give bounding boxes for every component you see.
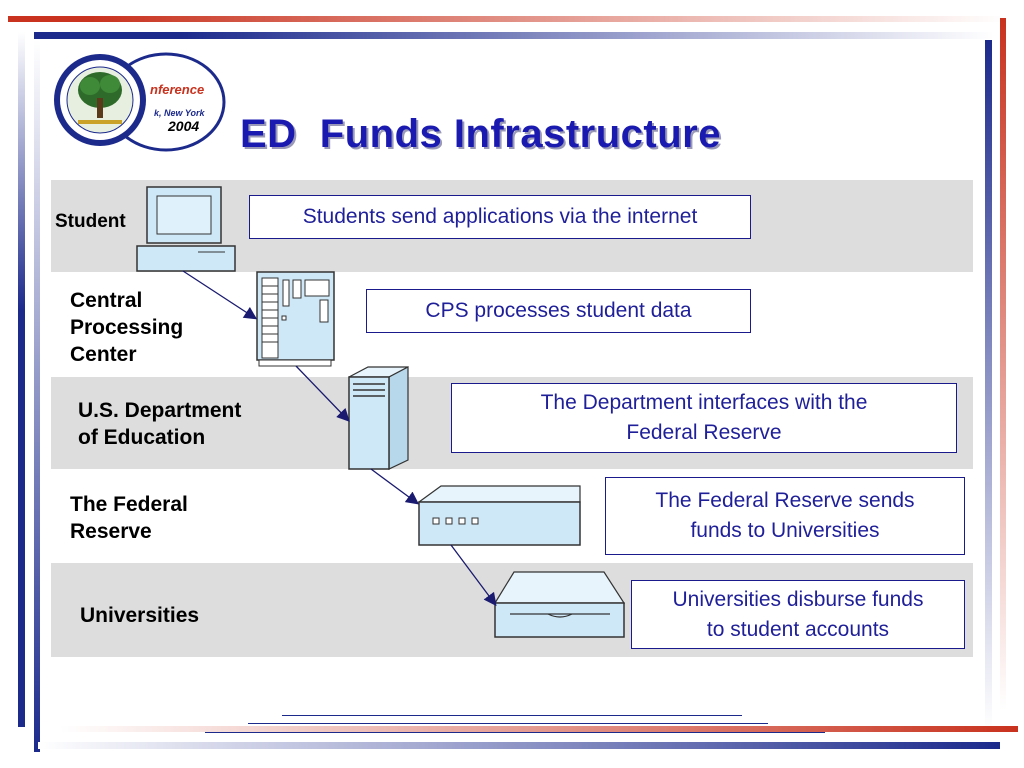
bottom-frame-bar-red	[60, 726, 1018, 732]
disk-drive-icon	[493, 571, 626, 638]
callout-student: Students send applications via the inter…	[249, 195, 751, 239]
footer-rule-1	[282, 715, 742, 716]
logo-badge-line3: 2004	[168, 118, 200, 134]
connector-student-to-cps	[182, 270, 258, 320]
right-frame-bar-red	[1000, 18, 1006, 710]
stage-label-universities: Universities	[80, 604, 200, 627]
logo-badge-line2: k, New York	[154, 108, 205, 118]
footer-rule-2	[248, 723, 768, 724]
right-frame-bar-navy	[985, 40, 992, 730]
left-frame-bar-red	[34, 40, 40, 752]
bottom-frame-bar-navy	[38, 742, 1000, 749]
stage-label-department: U.S. Department of Education	[78, 399, 242, 449]
callout-department: The Department interfaces with the Feder…	[451, 383, 957, 453]
callout-federal-reserve: The Federal Reserve sends funds to Unive…	[605, 477, 965, 555]
network-hub-icon	[417, 485, 581, 546]
stage-label-student: Student	[55, 211, 126, 232]
left-frame-bar-navy	[18, 32, 25, 727]
footer-rule-3	[205, 732, 825, 733]
top-frame-bar-navy	[34, 32, 994, 39]
top-frame-bar	[8, 16, 1008, 22]
callout-universities: Universities disburse funds to student a…	[631, 580, 965, 649]
connector-fed-to-universities	[450, 544, 497, 607]
server-tower-icon	[348, 366, 409, 470]
computer-icon	[136, 186, 236, 272]
stage-label-federal-reserve: The Federal Reserve	[70, 493, 188, 543]
callout-cps: CPS processes student data	[366, 289, 751, 333]
connector-cps-to-ed	[295, 365, 350, 422]
stage-label-cps: Central Processing Center	[70, 289, 184, 366]
connector-ed-to-fed	[370, 468, 420, 505]
conference-logo: nference k, New York 2004	[48, 40, 228, 160]
mainframe-icon	[256, 271, 335, 367]
slide-title: ED Funds Infrastructure	[240, 112, 721, 156]
logo-badge-line1: nference	[150, 82, 205, 97]
